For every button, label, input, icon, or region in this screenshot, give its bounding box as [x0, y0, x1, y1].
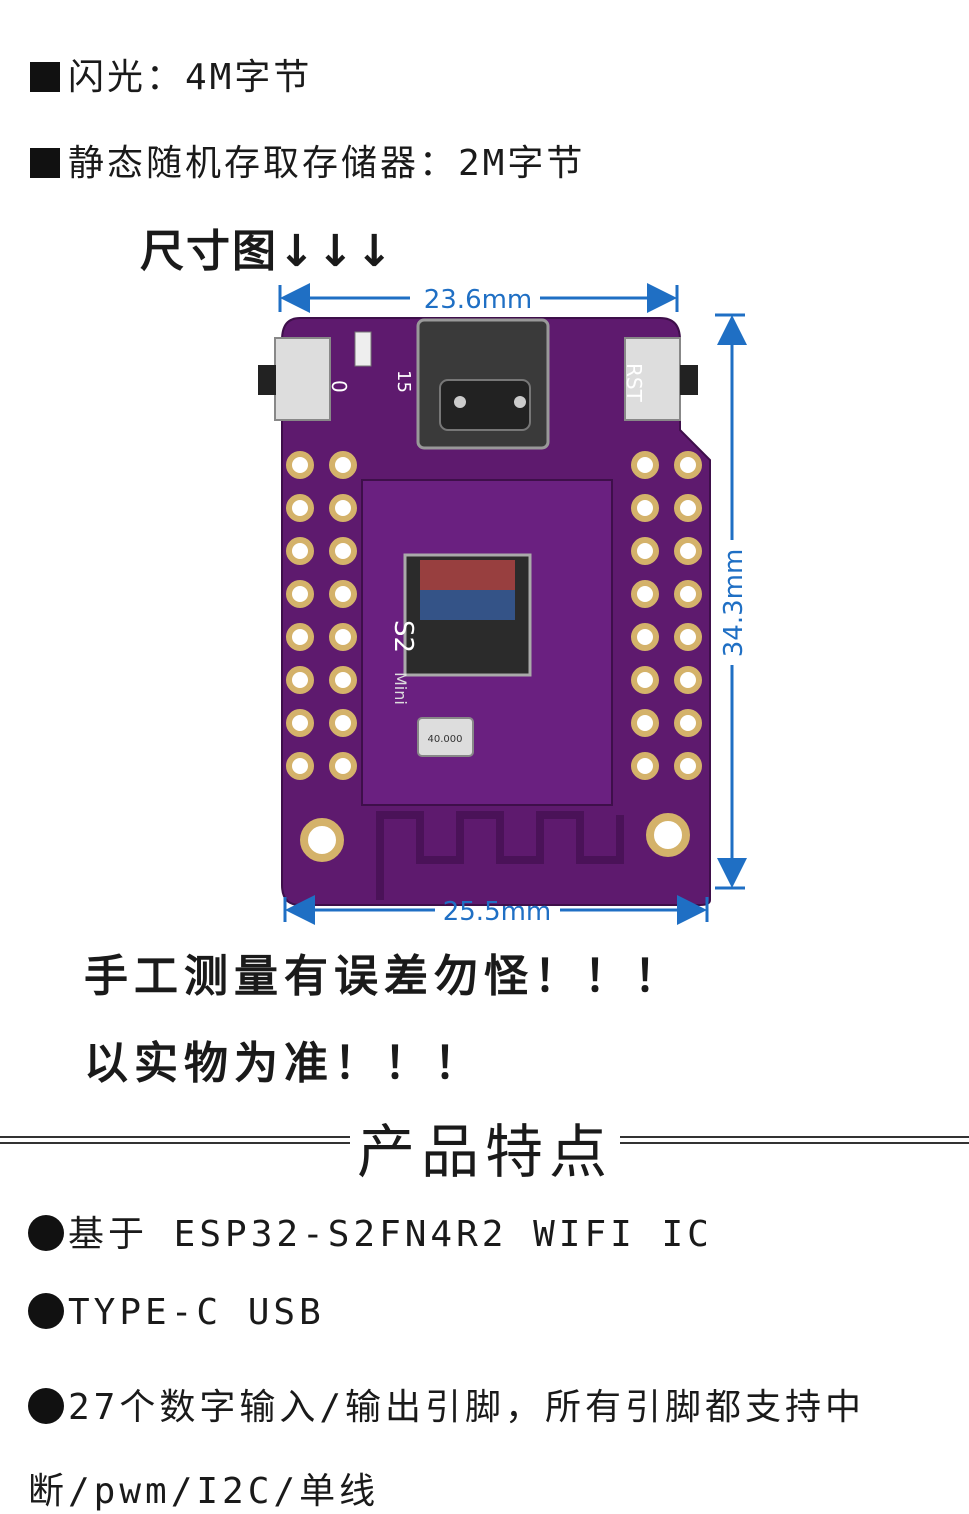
- svg-text:40.000: 40.000: [428, 734, 463, 745]
- dimension-bottom-width: 25.5mm: [283, 895, 709, 927]
- spec-sram: 静态随机存取存储器：2M字节: [30, 134, 585, 186]
- pin-pad: [329, 752, 357, 780]
- pin-pad: [631, 752, 659, 780]
- pin-pad: [329, 580, 357, 608]
- pin-pad: [631, 623, 659, 651]
- pin-pad: [631, 709, 659, 737]
- svg-text:34.3mm: 34.3mm: [719, 549, 749, 658]
- pin-pad: [674, 709, 702, 737]
- pin-pad: [286, 752, 314, 780]
- feature-item: 27个数字输入/输出引脚，所有引脚都支持中: [28, 1378, 865, 1430]
- dimension-top-width: 23.6mm: [278, 283, 679, 315]
- silk-left-button: 0: [327, 380, 351, 393]
- silk-model: S2: [388, 620, 418, 653]
- pin-pad: [329, 537, 357, 565]
- pin-pad: [631, 494, 659, 522]
- pin-pad: [286, 451, 314, 479]
- pin-headers: [286, 451, 702, 780]
- circle-bullet-icon: [28, 1293, 64, 1329]
- antenna-trace: [376, 811, 624, 900]
- pin-pad: [631, 451, 659, 479]
- pin-pad: [286, 709, 314, 737]
- pin-pad: [286, 494, 314, 522]
- pin-pad: [286, 666, 314, 694]
- mounting-hole-right: [646, 813, 690, 857]
- pin-pad: [674, 494, 702, 522]
- pin-pad: [286, 537, 314, 565]
- pin-pad: [674, 580, 702, 608]
- square-bullet-icon: [30, 148, 60, 178]
- boot-button: [258, 337, 331, 421]
- square-bullet-icon: [30, 62, 60, 92]
- warning-actual: 以实物为准！！！: [84, 1038, 484, 1089]
- pin-pad: [329, 623, 357, 651]
- svg-text:25.5mm: 25.5mm: [443, 897, 552, 927]
- circle-bullet-icon: [28, 1215, 64, 1251]
- silk-led: 15: [393, 370, 414, 393]
- pin-pad: [329, 451, 357, 479]
- svg-text:23.6mm: 23.6mm: [424, 285, 533, 315]
- crystal: [417, 717, 474, 757]
- pin-pad: [329, 494, 357, 522]
- silk-model-sub: Mini: [391, 672, 410, 705]
- pin-pad: [286, 623, 314, 651]
- dimension-height: 34.3mm: [715, 313, 749, 890]
- board-dimension-diagram: 0 15 RST 40.000 S2 Mini 23.6mm 34.3mm 25…: [258, 283, 749, 927]
- feature-item-continued: 断/pwm/I2C/单线: [28, 1471, 380, 1512]
- pin-pad: [631, 666, 659, 694]
- pin-pad: [674, 623, 702, 651]
- warning-measurement: 手工测量有误差勿怪！！！: [84, 951, 684, 1002]
- section-title: 产品特点: [350, 1105, 620, 1189]
- pin-pad: [674, 752, 702, 780]
- pin-pad: [674, 451, 702, 479]
- feature-item: 基于 ESP32-S2FN4R2 WIFI IC: [28, 1205, 713, 1257]
- reset-button: [624, 337, 698, 421]
- pin-pad: [329, 666, 357, 694]
- pin-pad: [674, 537, 702, 565]
- pin-pad: [286, 580, 314, 608]
- pin-pad: [631, 580, 659, 608]
- pin-pad: [329, 709, 357, 737]
- feature-item: TYPE-C USB: [28, 1292, 325, 1333]
- circle-bullet-icon: [28, 1388, 64, 1424]
- pin-pad: [674, 666, 702, 694]
- pin-pad: [631, 537, 659, 565]
- mounting-hole-left: [300, 818, 344, 862]
- dimension-heading: 尺寸图↓↓↓: [140, 226, 395, 277]
- silk-right-button: RST: [622, 363, 646, 403]
- led: [354, 331, 372, 367]
- spec-flash: 闪光：4M字节: [30, 48, 312, 100]
